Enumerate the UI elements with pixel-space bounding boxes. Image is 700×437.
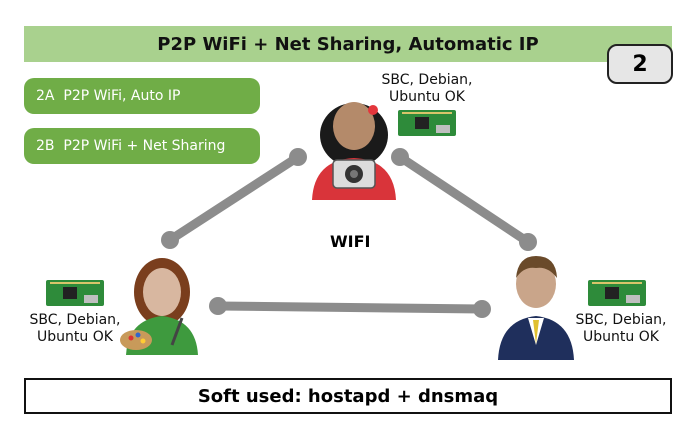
sbc-board-icon bbox=[398, 110, 456, 136]
link-left-right bbox=[213, 301, 487, 314]
device-label-left: SBC, Debian, Ubuntu OK bbox=[29, 312, 121, 345]
link-endpoint bbox=[473, 300, 491, 318]
device-label-top: SBC, Debian, Ubuntu OK bbox=[381, 72, 473, 105]
option-2a-label: P2P WiFi, Auto IP bbox=[63, 88, 181, 104]
person-businessman-icon bbox=[498, 256, 574, 360]
option-2b-code: 2B bbox=[36, 138, 55, 154]
person-photographer-icon bbox=[312, 102, 396, 200]
link-top-left bbox=[165, 152, 303, 245]
option-2a-code: 2A bbox=[36, 88, 55, 104]
link-endpoint bbox=[161, 231, 179, 249]
sbc-board-icon bbox=[588, 280, 646, 306]
wifi-links bbox=[161, 148, 537, 318]
device-label-right: SBC, Debian, Ubuntu OK bbox=[575, 312, 667, 345]
link-top-right bbox=[395, 152, 533, 247]
wifi-link-label: WIFI bbox=[330, 232, 371, 251]
option-2a: 2A P2P WiFi, Auto IP bbox=[24, 78, 260, 114]
sbc-board-icon bbox=[46, 280, 104, 306]
option-2b: 2B P2P WiFi + Net Sharing bbox=[24, 128, 260, 164]
person-painter-icon bbox=[120, 258, 198, 355]
link-endpoint bbox=[289, 148, 307, 166]
software-used-box: Soft used: hostapd + dnsmaq bbox=[24, 378, 672, 414]
link-endpoint bbox=[209, 297, 227, 315]
link-endpoint bbox=[519, 233, 537, 251]
slide-number-badge: 2 bbox=[607, 44, 673, 84]
option-2b-label: P2P WiFi + Net Sharing bbox=[63, 138, 226, 154]
diagram-title: P2P WiFi + Net Sharing, Automatic IP bbox=[24, 26, 672, 62]
link-endpoint bbox=[391, 148, 409, 166]
